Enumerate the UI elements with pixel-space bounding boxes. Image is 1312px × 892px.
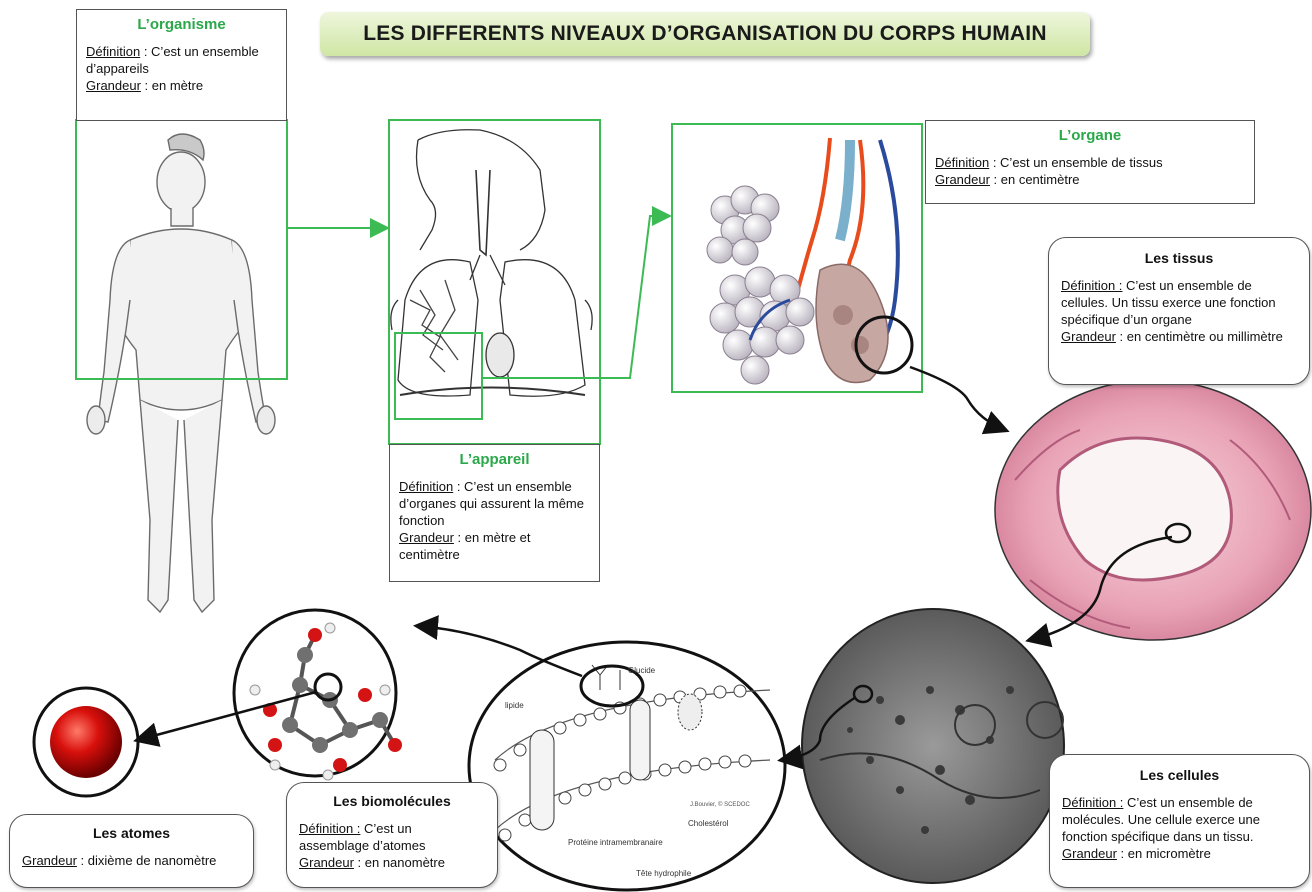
tissus-definition: Définition : C’est un ensemble de cellul… (1061, 277, 1297, 328)
organe-box: L’organe Définition : C’est un ensemble … (925, 120, 1255, 204)
appareil-box: L’appareil Définition : C’est un ensembl… (389, 444, 600, 582)
organisme-heading: L’organisme (86, 16, 277, 33)
label-credit: J.Bouvier, © SCEDOC (690, 801, 750, 808)
label-cholesterol: Cholestérol (688, 819, 729, 828)
atom-sphere (50, 706, 122, 778)
lung-alveoli-image (707, 138, 898, 384)
atomes-box: Les atomes Grandeur : dixième de nanomèt… (9, 814, 254, 888)
cell-membrane-image (469, 642, 785, 890)
biomolecules-grandeur: Grandeur : en nanomètre (299, 854, 485, 871)
biomolecules-definition: Définition : C’est un assemblage d’atome… (299, 820, 485, 854)
human-body-image (87, 134, 275, 612)
biomolecules-box: Les biomolécules Définition : C’est un a… (286, 782, 498, 888)
appareil-heading: L’appareil (399, 451, 590, 468)
arrow-organe-to-tissu (910, 367, 1005, 430)
biomolecules-heading: Les biomolécules (299, 793, 485, 810)
organe-grandeur: Grandeur : en centimètre (935, 171, 1245, 188)
cellules-heading: Les cellules (1062, 767, 1297, 784)
cell-micrograph-image (802, 609, 1064, 883)
atomes-grandeur: Grandeur : dixième de nanomètre (22, 852, 241, 869)
label-tete-hydrophile: Tête hydrophile (636, 869, 692, 878)
label-lipide: lipide (505, 701, 524, 710)
appareil-frame (389, 120, 600, 444)
tissue-micrograph-image (995, 380, 1311, 640)
cellules-box: Les cellules Définition : C’est un ensem… (1049, 754, 1310, 888)
tissus-grandeur: Grandeur : en centimètre ou millimètre (1061, 328, 1297, 345)
atomes-heading: Les atomes (22, 825, 241, 842)
organisme-grandeur: Grandeur : en mètre (86, 77, 277, 94)
label-glucide: Glucide (628, 666, 656, 675)
cellules-grandeur: Grandeur : en micromètre (1062, 845, 1297, 862)
appareil-grandeur: Grandeur : en mètre et centimètre (399, 529, 590, 563)
tissus-heading: Les tissus (1061, 250, 1297, 267)
tissus-box: Les tissus Définition : C’est un ensembl… (1048, 237, 1310, 385)
organisme-definition: Définition : C’est un ensemble d’apparei… (86, 43, 277, 77)
organe-heading: L’organe (935, 127, 1245, 144)
label-proteine: Protéine intramembranaire (568, 838, 663, 847)
respiratory-system-image (391, 130, 592, 397)
organe-definition: Définition : C’est un ensemble de tissus (935, 154, 1245, 171)
cellules-definition: Définition : C’est un ensemble de molécu… (1062, 794, 1297, 845)
appareil-definition: Définition : C’est un ensemble d’organes… (399, 478, 590, 529)
organisme-box: L’organisme Définition : C’est un ensemb… (76, 9, 287, 121)
